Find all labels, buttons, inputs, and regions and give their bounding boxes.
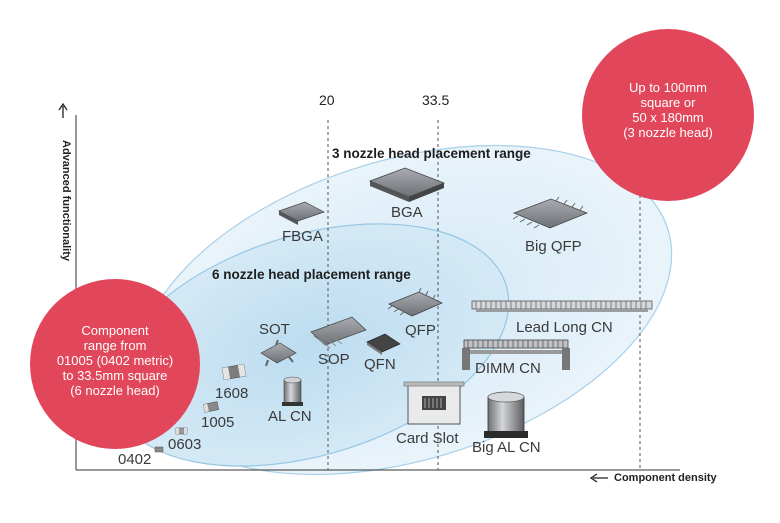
- six-nozzle-range-label: 6 nozzle head placement range: [212, 267, 411, 282]
- chip-0603-icon: [175, 427, 188, 435]
- left-bubble-line-2: range from: [83, 338, 147, 353]
- tick-20: 20: [319, 92, 335, 108]
- label-1608: 1608: [215, 385, 249, 402]
- sot-icon: [260, 339, 297, 367]
- label-0603: 0603: [168, 436, 202, 453]
- left-bubble-line-1: Component: [81, 323, 149, 338]
- x-axis-label: Component density: [614, 472, 717, 484]
- al-cn-icon: [282, 376, 303, 406]
- label-dimm-cn: DIMM CN: [475, 360, 541, 377]
- card-slot-icon: [403, 381, 465, 425]
- label-bga: BGA: [391, 204, 423, 221]
- three-nozzle-range-label: 3 nozzle head placement range: [332, 146, 531, 161]
- left-bubble-line-5: (6 nozzle head): [70, 383, 160, 398]
- top-right-bubble: [582, 29, 754, 201]
- left-bubble-text: Component range from 01005 (0402 metric)…: [40, 323, 190, 398]
- big-qfp-icon: [512, 196, 589, 229]
- label-sop: SOP: [318, 351, 350, 368]
- top-right-bubble-line-3: 50 x 180mm: [632, 110, 704, 125]
- label-card-slot: Card Slot: [396, 430, 459, 447]
- label-1005: 1005: [201, 414, 235, 431]
- x-axis-arrow-icon: [589, 473, 608, 483]
- fbga-icon: [278, 201, 325, 225]
- top-right-bubble-line-1: Up to 100mm: [628, 80, 708, 95]
- qfp-icon: [387, 287, 443, 317]
- dimm-cn-icon: [462, 339, 570, 370]
- lead-long-cn-icon: [471, 300, 653, 312]
- left-bubble-line-4: to 33.5mm square: [62, 368, 168, 383]
- label-sot: SOT: [259, 321, 290, 338]
- y-axis-label: Advanced functionality: [60, 140, 72, 262]
- top-right-bubble-line-2: square or: [640, 95, 696, 110]
- label-qfp: QFP: [405, 322, 436, 339]
- label-0402: 0402: [118, 451, 152, 468]
- sop-icon: [310, 316, 367, 349]
- big-al-cn-icon: [484, 391, 528, 438]
- qfn-icon: [366, 333, 401, 355]
- y-axis-arrow-icon: [58, 102, 68, 118]
- top-right-bubble-line-4: (3 nozzle head): [623, 125, 713, 140]
- left-bubble-line-3: 01005 (0402 metric): [56, 353, 174, 368]
- chip-1005-icon: [202, 401, 220, 413]
- label-lead-long-cn: Lead Long CN: [516, 319, 613, 336]
- chip-0402-icon: [154, 446, 164, 453]
- label-big-al-cn: Big AL CN: [472, 439, 541, 456]
- left-bubble: [30, 279, 200, 449]
- label-fbga: FBGA: [282, 228, 323, 245]
- label-big-qfp: Big QFP: [525, 238, 582, 255]
- label-al-cn: AL CN: [268, 408, 312, 425]
- top-right-bubble-text: Up to 100mm square or 50 x 180mm (3 nozz…: [598, 80, 738, 140]
- bga-icon: [368, 167, 446, 202]
- label-qfn: QFN: [364, 356, 396, 373]
- chip-1608-icon: [221, 363, 247, 381]
- tick-33-5: 33.5: [422, 92, 450, 108]
